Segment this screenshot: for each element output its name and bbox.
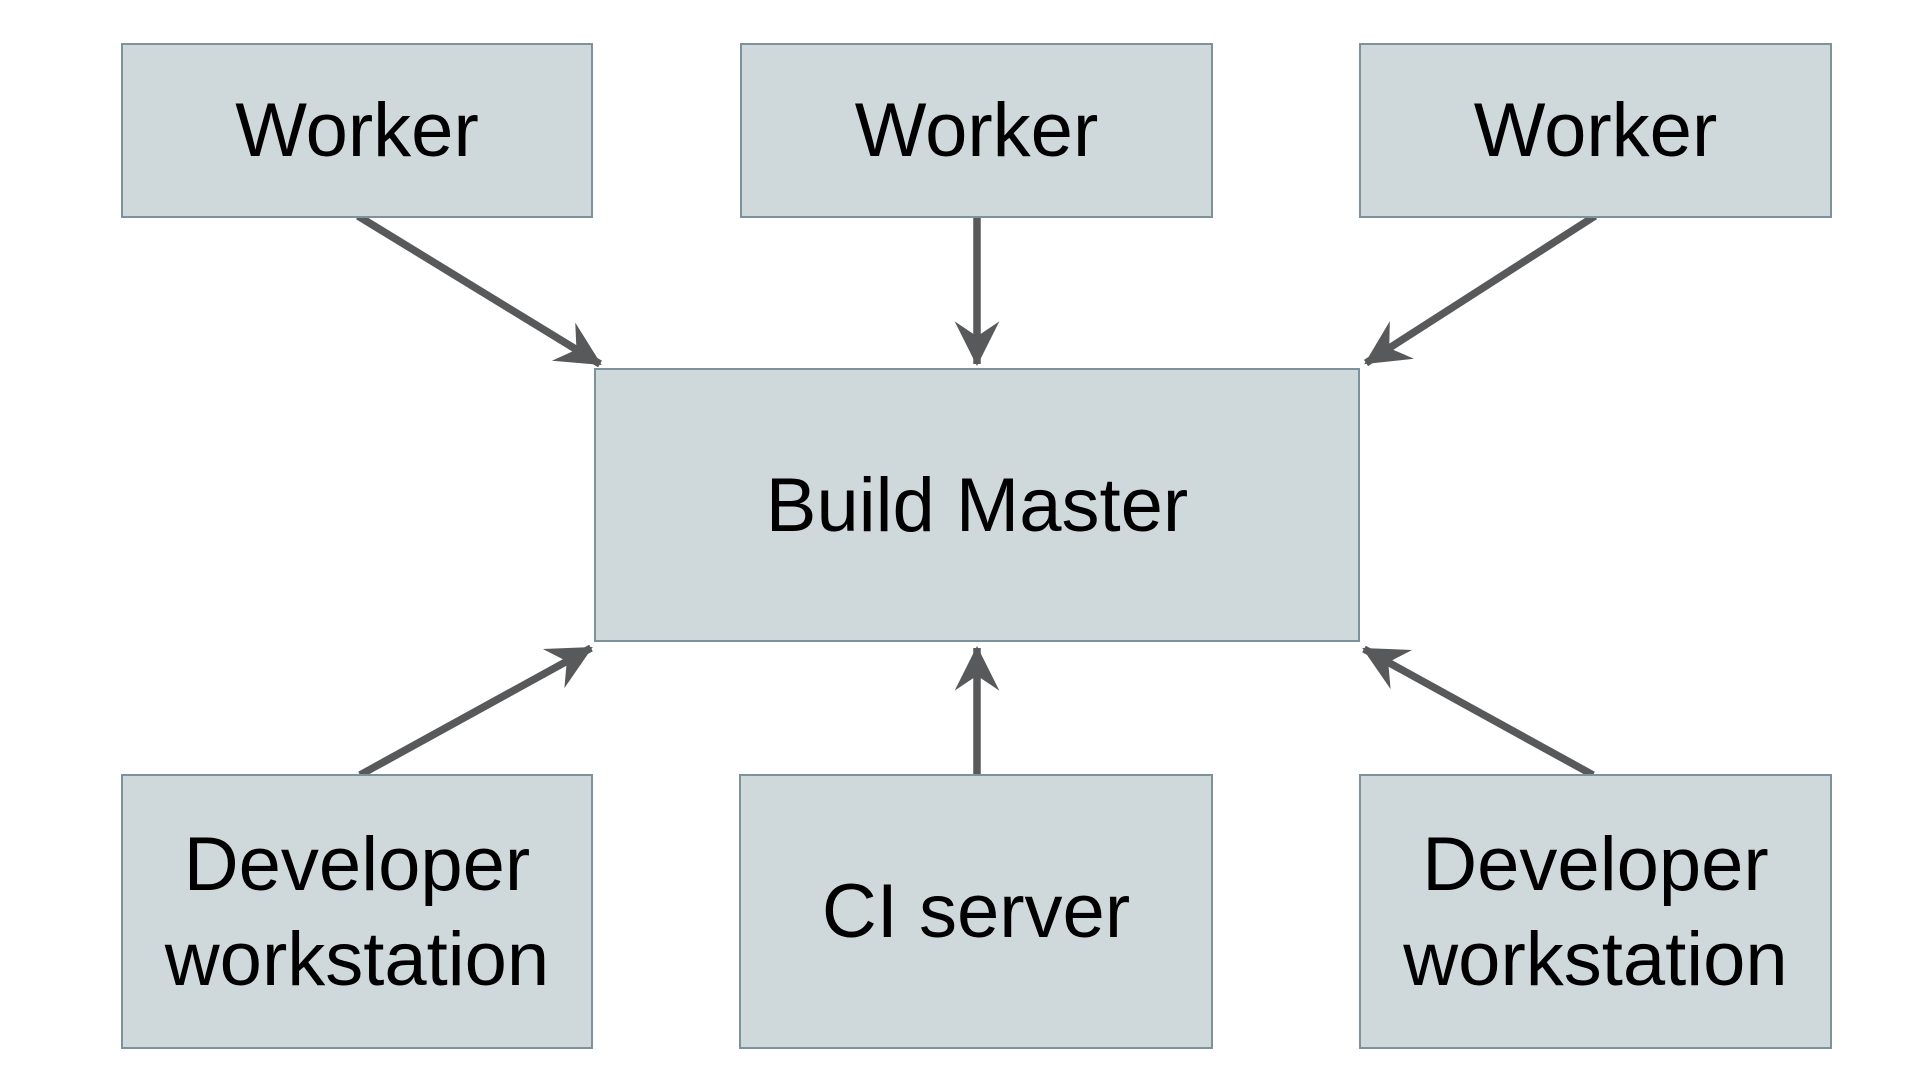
arrow-worker-1-to-build-master [356,212,602,368]
node-developer-workstation-right: Developer workstation [1359,774,1832,1049]
node-developer-workstation-left-label: Developer workstation [164,821,550,1002]
node-ci-server: CI server [739,774,1213,1049]
node-worker-1-label: Worker [235,88,479,173]
node-worker-2: Worker [740,43,1213,218]
node-ci-server-label: CI server [821,869,1131,954]
node-developer-workstation-right-label: Developer workstation [1403,821,1788,1002]
node-worker-2-label: Worker [854,88,1099,173]
node-build-master-label: Build Master [765,462,1189,548]
arrow-developer-workstation-right-to-build-master [1362,645,1595,779]
node-build-master: Build Master [594,368,1360,642]
arrow-developer-workstation-left-to-build-master [358,644,593,779]
arrow-worker-3-to-build-master [1363,212,1598,367]
node-worker-3-label: Worker [1473,88,1718,173]
node-developer-workstation-left: Developer workstation [121,774,593,1049]
node-worker-1: Worker [121,43,593,218]
node-worker-3: Worker [1359,43,1832,218]
